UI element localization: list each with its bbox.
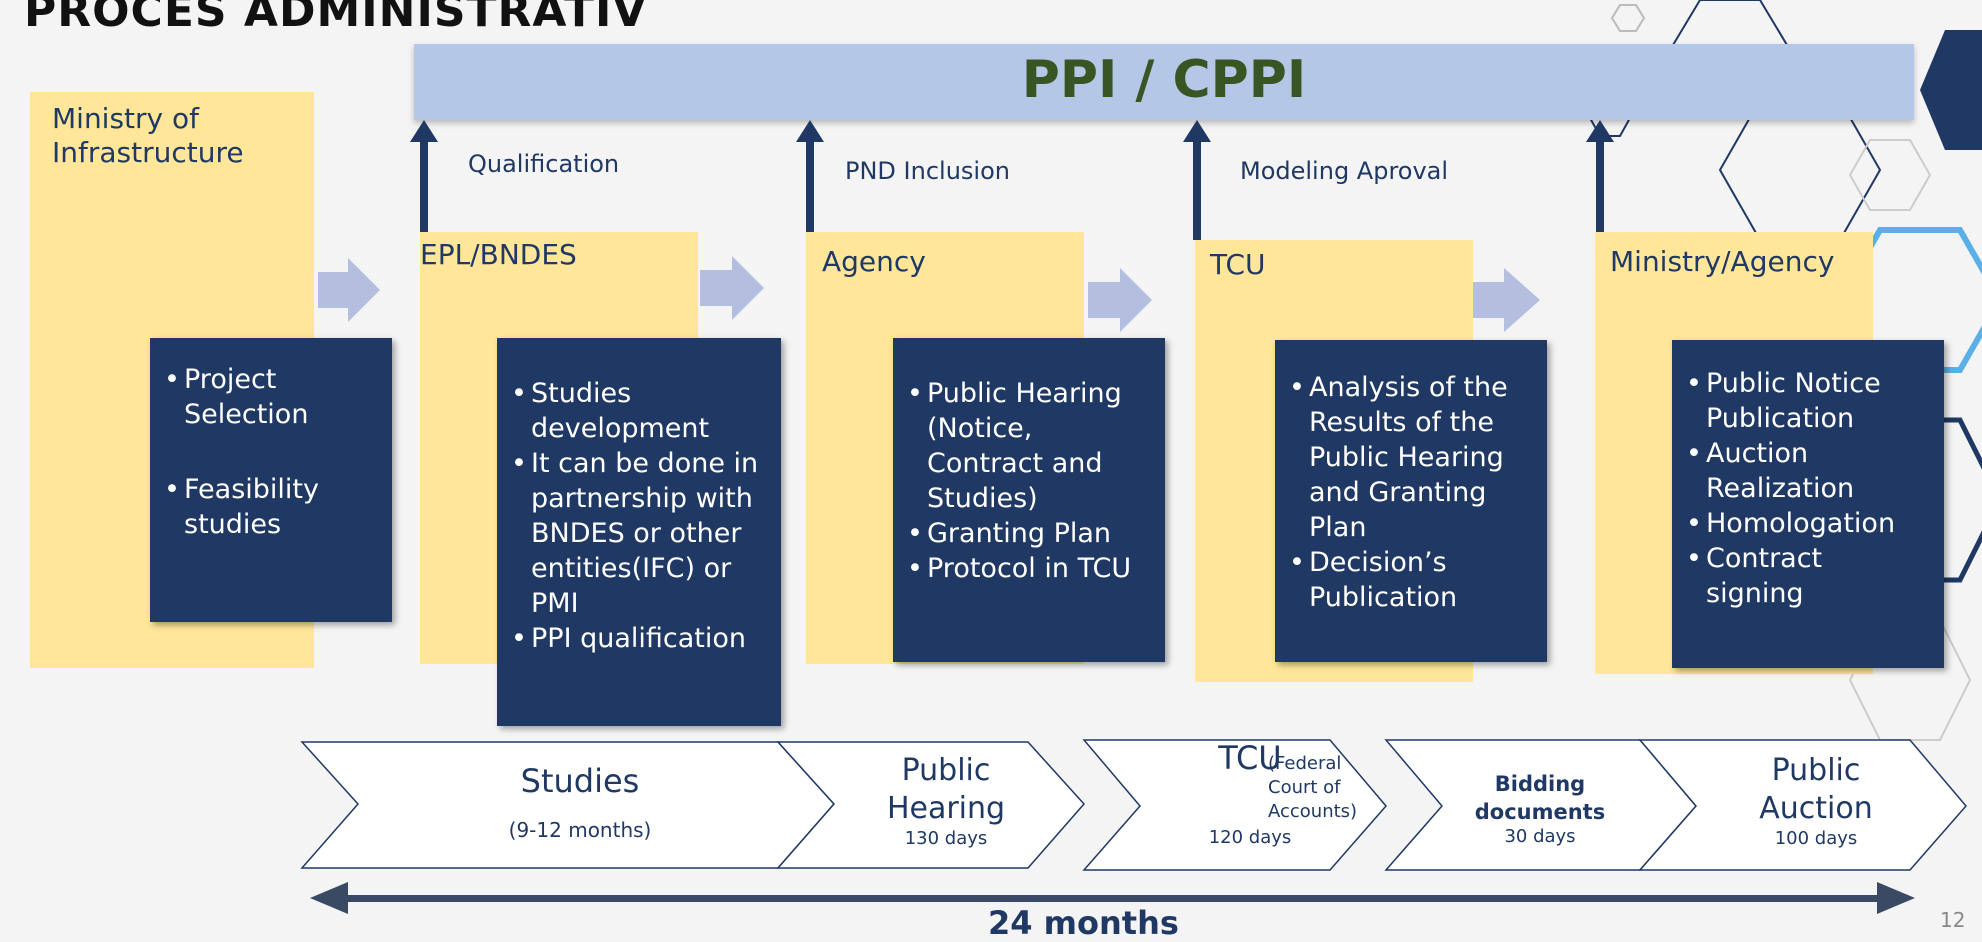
arrow-label-pnd-inclusion: PND Inclusion [845,157,1010,185]
bullet-item: It can be done in partnership with BNDES… [505,446,775,621]
timeline-studies: Studies (9-12 months) [430,762,730,842]
timeline-bidding: Bidding documents 30 days [1440,770,1640,847]
ppi-cppi-banner: PPI / CPPI [414,44,1914,120]
timeline-chevron-auction [1638,739,1967,871]
slide-title: PROCES ADMINISTRATIV [24,0,648,37]
right-arrow-3 [1088,268,1152,332]
right-arrow-2 [700,256,764,320]
bullet-item: Decision’s Publication [1283,545,1541,615]
stage-detail-box: Studies development It can be done in pa… [497,338,781,726]
right-arrow-4 [1472,268,1540,332]
page-number: 12 [1940,908,1966,932]
stage-detail-box: Public Notice Publication Auction Realiz… [1672,340,1944,668]
timeline-phase-name: Public Auction [1759,753,1873,826]
timeline-tcu: TCU (Federal Court of Accounts) 120 days [1150,739,1357,850]
bullet-item: Project Selection [158,362,384,432]
bullet-item: Public Hearing (Notice, Contract and Stu… [901,376,1159,516]
timeline-phase-duration: 30 days [1504,826,1576,847]
timeline-public-auction: Public Auction 100 days [1716,752,1916,849]
arrow-label-modeling-aproval: Modeling Aproval [1240,157,1449,185]
bullet-item: Studies development [505,376,775,446]
stage-label: Agency [822,245,926,278]
up-arrows [410,120,1614,240]
bullet-item: Public Notice Publication [1680,366,1940,436]
up-arrow-qualification [410,120,438,240]
timeline-phase-name: Studies [520,762,640,800]
bullet-item: PPI qualification [505,621,775,656]
bullet-item: Auction Realization [1680,436,1940,506]
bullet-item: Homologation [1680,506,1940,541]
total-duration-arrow [310,882,1915,914]
timeline-phase-name: TCU [1218,739,1282,777]
total-duration-label: 24 months [988,904,1179,942]
timeline-phase-duration: 100 days [1774,828,1858,849]
timeline-phase-duration: (9-12 months) [508,818,652,842]
bullet-item: Analysis of the Results of the Public He… [1283,370,1541,545]
up-arrow-ministry-agency [1586,120,1614,240]
timeline-phase-name-extra: (Federal Court of Accounts) [1268,753,1358,822]
stage-label: Ministry of Infrastructure [52,102,244,169]
stage-label: Ministry/Agency [1610,245,1835,278]
banner-label: PPI / CPPI [1021,50,1307,110]
timeline-chevron-public-hearing [776,741,1086,869]
timeline-phase-duration: 120 days [1208,827,1292,848]
timeline-chevron-tcu [1082,739,1387,871]
arrow-label-qualification: Qualification [468,150,620,178]
stage-detail-box: Analysis of the Results of the Public He… [1275,340,1547,662]
bullet-item: Protocol in TCU [901,551,1159,586]
bullet-item: Feasibility studies [158,472,384,542]
timeline-phase-name: Bidding documents [1474,772,1606,824]
stage-detail-box: Public Hearing (Notice, Contract and Stu… [893,338,1165,662]
timeline-chevrons [300,739,1967,871]
timeline-public-hearing: Public Hearing 130 days [846,752,1046,849]
timeline-phase-duration: 130 days [904,828,988,849]
right-arrow-1 [318,258,380,322]
right-arrows [318,256,1540,332]
up-arrow-pnd-inclusion [796,120,824,240]
bullet-item: Granting Plan [901,516,1159,551]
up-arrow-modeling-aproval [1183,120,1211,240]
stage-label: EPL/BNDES [420,238,577,271]
timeline-phase-name: Public Hearing [886,753,1006,826]
bullet-item: Contract signing [1680,541,1940,611]
stage-detail-box: Project Selection Feasibility studies [150,338,392,622]
stage-label: TCU [1210,248,1266,281]
